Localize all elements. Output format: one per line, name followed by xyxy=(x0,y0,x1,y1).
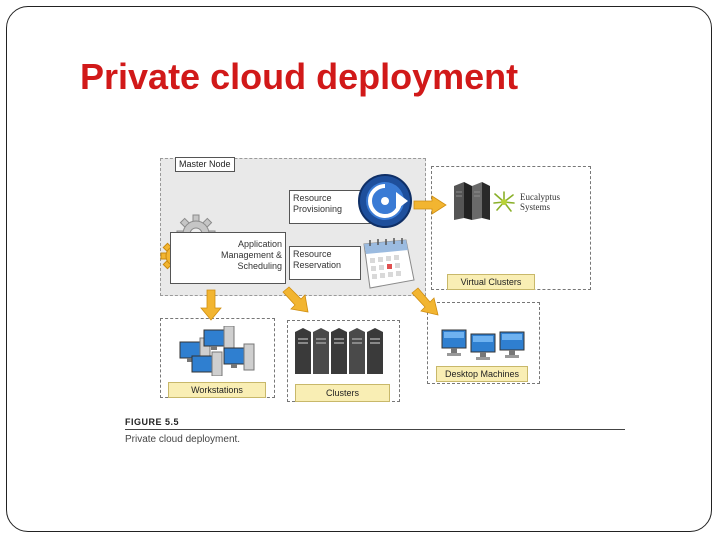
slide-frame xyxy=(6,6,712,532)
calendar-icon xyxy=(363,238,415,289)
resource-reservation-line-2: Reservation xyxy=(293,260,342,270)
workstations-label: Workstations xyxy=(168,382,266,398)
arrow-to-clusters xyxy=(282,286,309,313)
slide-title: Private cloud deployment xyxy=(80,56,519,97)
master-node-label: Master Node xyxy=(175,157,235,172)
figure-caption-number: FIGURE 5.5 xyxy=(125,417,180,427)
figure-caption-text: Private cloud deployment. xyxy=(125,434,241,445)
workstations-icon xyxy=(179,326,255,376)
arrow-to-workstations xyxy=(200,289,222,321)
eucalyptus-line-1: Eucalyptus xyxy=(520,192,560,202)
resource-reservation-box: Resource Reservation xyxy=(289,246,361,280)
eucalyptus-logo-icon xyxy=(493,191,515,212)
resource-reservation-line-1: Resource xyxy=(293,249,332,259)
resource-provisioning-line-2: Provisioning xyxy=(293,204,343,214)
desktop-machines-label: Desktop Machines xyxy=(436,366,528,382)
virtual-clusters-label: Virtual Clusters xyxy=(447,274,535,290)
app-management-line-2: Management & xyxy=(220,250,282,260)
desktop-machines-icon xyxy=(441,329,525,360)
resource-provisioning-line-1: Resource xyxy=(293,193,332,203)
eucalyptus-brand: Eucalyptus Systems xyxy=(520,192,560,212)
app-management-line-3: Scheduling xyxy=(237,261,282,271)
clusters-icon xyxy=(295,328,383,374)
app-management-box: Application Management & Scheduling xyxy=(170,232,286,284)
provisioning-icon xyxy=(358,174,412,228)
arrow-to-desktop-machines xyxy=(411,287,439,316)
arrow-to-virtual-clusters xyxy=(413,195,447,215)
caption-divider xyxy=(125,429,625,430)
clusters-label: Clusters xyxy=(295,384,390,402)
virtual-servers-icon xyxy=(454,182,490,220)
app-management-line-1: Application xyxy=(237,239,282,249)
eucalyptus-line-2: Systems xyxy=(520,202,551,212)
